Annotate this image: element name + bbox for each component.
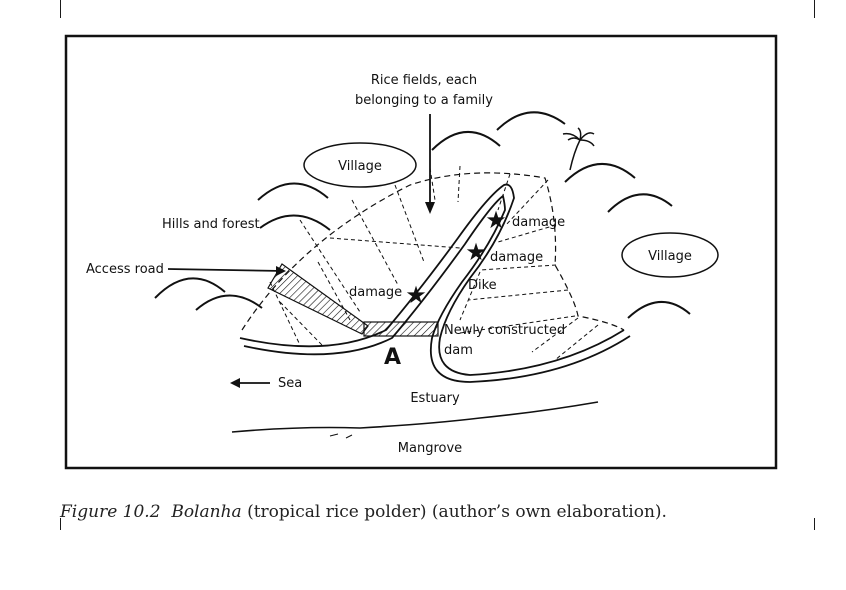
hill-arc [259, 214, 331, 231]
rice-fields-label-line1: Rice fields, each [371, 73, 477, 88]
caption-figure-number: Figure 10.2 [60, 502, 161, 522]
hill-arc [195, 294, 263, 311]
dam-hatched [363, 321, 439, 337]
hill-arc [431, 131, 501, 151]
diagram-frame [64, 34, 778, 470]
dike-label: Dike [468, 278, 497, 293]
hill-arc [257, 182, 329, 201]
caption-rest: (tropical rice polder) (author’s own ela… [241, 502, 667, 522]
page-margin-rule-left [60, 0, 61, 18]
hill-arc [627, 300, 691, 319]
access-road-arrowhead [276, 266, 286, 276]
hill-arc [564, 163, 636, 183]
rice-fields-arrowhead [425, 202, 435, 214]
village-left-ellipse [303, 142, 417, 188]
hills-forest-label: Hills and forest [162, 217, 260, 232]
damage-star-icon: ★ [485, 206, 507, 234]
village-left-label: Village [338, 159, 382, 174]
page-margin-rule-left-bottom [60, 518, 61, 530]
hill-arc [154, 277, 226, 299]
mangrove-label: Mangrove [398, 441, 462, 456]
mangrove-shoreline [231, 401, 599, 433]
damage-label-top: damage [512, 215, 565, 230]
estuary-label: Estuary [410, 391, 460, 406]
sea-label: Sea [278, 376, 302, 391]
bolanha-diagram: Village Village Access road Newly constr… [64, 34, 778, 470]
damage-label-lower: damage [349, 285, 402, 300]
hill-arc [496, 111, 566, 131]
damage-star-icon: ★ [405, 281, 427, 309]
caption-title: Bolanha [171, 502, 242, 522]
hills-group [154, 111, 691, 319]
access-road-label: Access road [86, 262, 164, 277]
sea-arrowhead [230, 378, 240, 388]
access-road-arrow [167, 268, 285, 272]
hill-arc [607, 193, 673, 213]
damage-star-icon: ★ [465, 238, 487, 266]
page-margin-rule-right-bottom [814, 518, 815, 530]
point-a-label: A [384, 345, 401, 370]
figure-caption: Figure 10.2 Bolanha (tropical rice polde… [60, 502, 667, 522]
polder-boundary [241, 172, 625, 331]
village-right-label: Village [648, 249, 692, 264]
dam-label-line2: dam [444, 343, 473, 358]
mangrove-marks [329, 433, 353, 439]
dam-label-line1: Newly constructed [444, 323, 565, 338]
village-right-ellipse [621, 232, 719, 278]
damage-label-middle: damage [490, 250, 543, 265]
field-dividers [269, 165, 599, 361]
palm-tree-icon [562, 127, 595, 171]
rice-fields-label-line2: belonging to a family [355, 93, 493, 108]
page-margin-rule-right [814, 0, 815, 18]
